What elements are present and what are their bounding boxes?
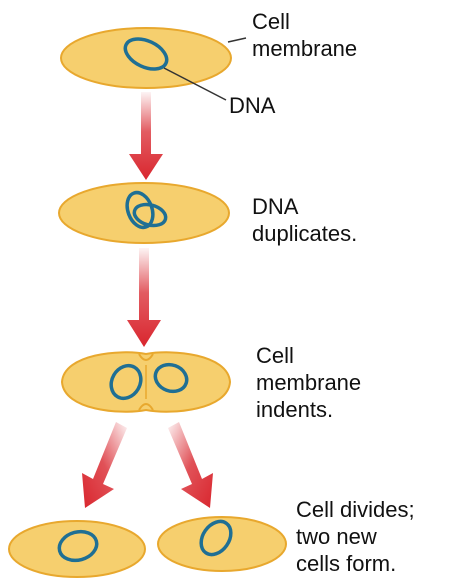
arrow-down-2 <box>127 248 161 347</box>
cell-body <box>158 517 286 571</box>
label-dna-duplicates: DNA duplicates. <box>252 193 357 247</box>
cell-stage-3 <box>62 352 230 411</box>
cell-body <box>9 521 145 577</box>
label-dna: DNA <box>229 92 275 119</box>
cell-body <box>59 183 229 243</box>
cell-stage-2 <box>59 183 229 243</box>
cell-stage-1 <box>61 28 231 88</box>
arrow-down-1 <box>129 92 163 180</box>
label-membrane-indents: Cell membrane indents. <box>256 342 361 423</box>
arrow-down-right <box>168 422 213 508</box>
label-cell-divides: Cell divides; two new cells form. <box>296 496 415 577</box>
membrane-pointer-line <box>228 38 246 42</box>
daughter-cell-right <box>158 516 286 571</box>
arrow-down-left <box>82 422 127 508</box>
cell-body <box>61 28 231 88</box>
daughter-cell-left <box>9 521 145 577</box>
label-cell-membrane: Cell membrane <box>252 8 357 62</box>
